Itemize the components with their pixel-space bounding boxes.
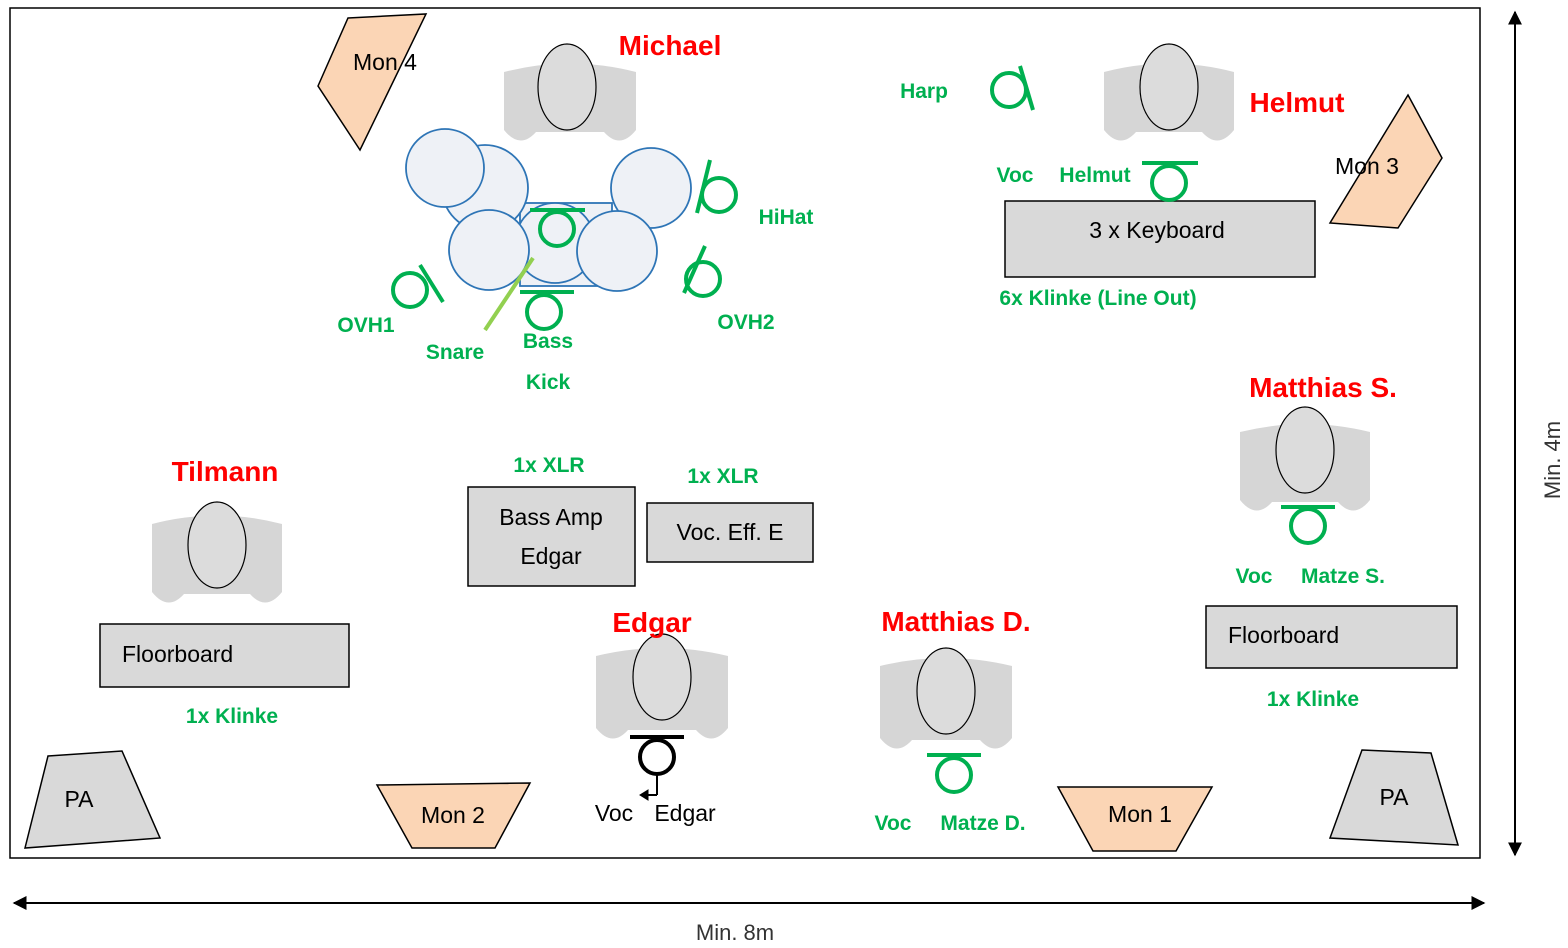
ovh2-mic-icon <box>682 245 722 298</box>
name-matthias-s: Matthias S. <box>1249 372 1397 403</box>
monitor-2-label: Mon 2 <box>421 802 485 828</box>
kick-mic-icon <box>520 290 574 331</box>
monitor-4-label: Mon 4 <box>353 49 417 75</box>
bass-amp-box <box>467 486 636 587</box>
pa-right <box>1328 749 1460 846</box>
pa-left-label: PA <box>65 786 95 812</box>
label-voc-matze-s-a: Voc <box>1236 565 1273 588</box>
name-matthias-d: Matthias D. <box>881 606 1030 637</box>
monitor-1-label: Mon 1 <box>1108 801 1172 827</box>
label-voc-helmut-a: Voc <box>997 164 1034 187</box>
monitor-4-wedge <box>317 13 428 152</box>
bass-amp-label-line2: Edgar <box>520 543 582 569</box>
name-helmut: Helmut <box>1250 87 1345 118</box>
label-line-out: 6x Klinke (Line Out) <box>999 287 1196 310</box>
monitor-1-wedge <box>1056 786 1214 852</box>
voc-eff-box <box>646 502 814 563</box>
label-klinke-left: 1x Klinke <box>186 705 278 728</box>
pa-left <box>24 750 162 849</box>
monitor-2-wedge <box>375 782 532 849</box>
stage-outline <box>9 7 1481 859</box>
voc-helmut-mic-icon <box>1142 161 1198 202</box>
label-voc-helmut-b: Helmut <box>1059 164 1130 187</box>
label-voc-matze-d-a: Voc <box>875 812 912 835</box>
monitor-3-label: Mon 3 <box>1335 153 1399 179</box>
floor-tom <box>576 210 658 292</box>
label-klinke-right: 1x Klinke <box>1267 688 1359 711</box>
person-helmut <box>1104 43 1234 141</box>
harp-mic-icon <box>990 65 1035 111</box>
floorboard-right-label: Floorboard <box>1228 622 1339 648</box>
label-kick: Kick <box>526 371 571 394</box>
floorboard-left-label: Floorboard <box>122 641 233 667</box>
label-bass: Bass <box>523 330 573 353</box>
name-edgar: Edgar <box>612 607 691 638</box>
monitor-3-wedge <box>1328 93 1443 229</box>
label-harp: Harp <box>900 80 948 103</box>
voc-edgar-mic-icon <box>630 735 684 801</box>
keyboard-label: 3 x Keyboard <box>1089 217 1225 243</box>
voc-matze-s-mic-icon <box>1281 505 1335 545</box>
label-xlr-voc: 1x XLR <box>687 465 758 488</box>
person-matthias-d <box>880 647 1012 749</box>
person-matthias-s <box>1240 406 1370 511</box>
person-tilmann <box>152 501 282 603</box>
tom-2 <box>610 147 692 229</box>
name-michael: Michael <box>619 30 722 61</box>
person-edgar <box>596 633 728 739</box>
height-label: Min. 4m <box>1540 421 1565 499</box>
label-voc-matze-s-b: Matze S. <box>1301 565 1385 588</box>
floorboard-left-box <box>99 623 350 688</box>
tom-3 <box>448 209 530 291</box>
label-snare: Snare <box>426 341 484 364</box>
label-voc-matze-d-b: Matze D. <box>940 812 1025 835</box>
snare-mic-icon <box>530 208 585 248</box>
cymbal-1 <box>405 128 485 208</box>
label-xlr-bass: 1x XLR <box>513 454 584 477</box>
voc-eff-label: Voc. Eff. E <box>677 519 784 545</box>
label-ovh1: OVH1 <box>337 314 395 337</box>
name-tilmann: Tilmann <box>172 456 279 487</box>
width-label: Min. 8m <box>696 920 774 945</box>
hihat-mic-icon <box>695 159 738 214</box>
voc-matze-d-mic-icon <box>927 753 981 794</box>
label-voc-edgar-b: Edgar <box>654 800 716 826</box>
floorboard-right-box <box>1205 605 1458 669</box>
snare-stand-line <box>483 256 535 332</box>
ovh1-mic-icon <box>391 263 445 309</box>
keyboard-box <box>1004 200 1316 278</box>
label-voc-edgar-a: Voc <box>595 800 633 826</box>
label-hihat: HiHat <box>759 206 814 229</box>
drum-kit <box>405 128 692 292</box>
bass-amp-label-line1: Bass Amp <box>499 504 603 530</box>
pa-right-label: PA <box>1380 784 1410 810</box>
person-michael <box>504 43 636 141</box>
label-ovh2: OVH2 <box>717 311 774 334</box>
